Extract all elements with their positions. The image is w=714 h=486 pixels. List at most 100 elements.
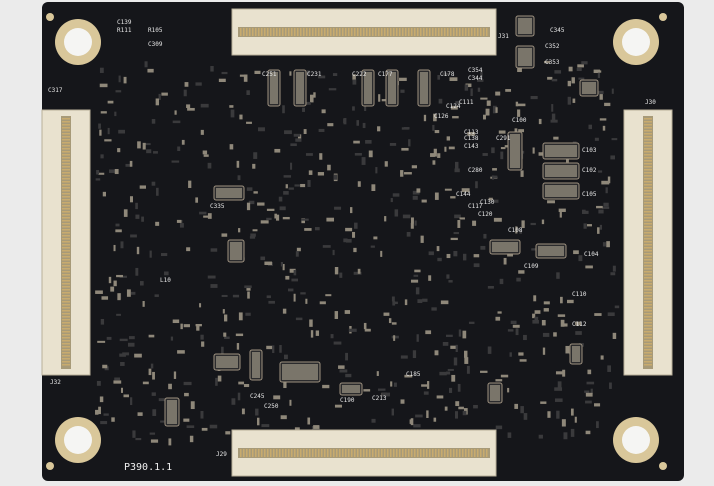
smd-component <box>575 331 582 335</box>
smd-component <box>106 336 112 340</box>
smd-component <box>597 90 604 94</box>
connector-pin <box>644 310 652 312</box>
connector-pin <box>351 449 353 457</box>
smd-component <box>446 253 451 259</box>
smd-component <box>437 153 441 158</box>
smd-component <box>430 153 435 157</box>
smd-component <box>497 311 502 314</box>
smd-component <box>440 300 449 305</box>
connector-pin <box>62 124 70 126</box>
smd-component <box>99 129 102 136</box>
component-ref-label: C126 <box>434 113 449 120</box>
smd-component <box>290 143 297 147</box>
connector-pin <box>644 133 652 135</box>
connector-pin <box>62 319 70 321</box>
smd-component <box>402 214 411 219</box>
smd-component <box>570 428 575 437</box>
connector-pin <box>644 244 652 246</box>
component-ref-label: C345 <box>550 27 565 34</box>
smd-component <box>274 213 277 219</box>
connector-pin <box>62 352 70 354</box>
smd-component <box>532 147 535 154</box>
component-ref-label: C251 <box>262 71 277 78</box>
smd-component <box>464 84 469 91</box>
smd-component <box>352 74 356 81</box>
smd-component <box>439 371 447 376</box>
component-ref-label: C138 <box>464 135 479 142</box>
smd-component <box>556 410 560 419</box>
smd-component <box>120 387 124 393</box>
capacitor-terminal <box>510 134 520 168</box>
smd-component <box>449 77 458 81</box>
smd-component <box>300 292 306 295</box>
smd-component <box>101 296 109 300</box>
component-ref-label: C102 <box>582 167 597 174</box>
smd-component <box>365 139 372 144</box>
smd-component <box>100 111 107 114</box>
smd-component <box>201 427 208 431</box>
smd-component <box>352 231 356 238</box>
smd-component <box>600 355 604 360</box>
smd-component <box>135 202 138 210</box>
smd-component <box>488 197 493 201</box>
smd-component <box>412 350 417 359</box>
connector-pin <box>644 169 652 171</box>
smd-component <box>466 365 470 374</box>
smd-component <box>295 317 303 321</box>
smd-component <box>199 211 207 215</box>
connector-pin <box>375 28 377 36</box>
smd-component <box>370 245 375 248</box>
smd-component <box>168 383 172 390</box>
component-ref-label: C190 <box>340 397 355 404</box>
fiducial <box>46 13 54 21</box>
smd-component <box>300 183 306 188</box>
smd-component <box>391 335 399 339</box>
smd-component <box>543 301 550 305</box>
connector-pin <box>441 449 443 457</box>
connector-pin <box>62 265 70 267</box>
connector-pin <box>644 352 652 354</box>
connector-pin <box>468 28 470 36</box>
component-ref-label: R105 <box>148 27 163 34</box>
connector-pin <box>644 274 652 276</box>
smd-component <box>180 323 183 330</box>
smd-component <box>567 80 571 87</box>
smd-component <box>599 118 607 121</box>
smd-component <box>512 324 520 328</box>
connector-pin <box>333 449 335 457</box>
connector-pin <box>62 283 70 285</box>
smd-component <box>345 227 353 232</box>
connector-pin <box>285 28 287 36</box>
connector-pin <box>462 449 464 457</box>
smd-component <box>156 187 159 196</box>
connector-pin <box>644 298 652 300</box>
connector-pin <box>62 268 70 270</box>
connector-pin <box>456 449 458 457</box>
connector-pin <box>644 289 652 291</box>
smd-component <box>612 332 617 339</box>
smd-component <box>521 220 525 229</box>
connector-pin <box>62 241 70 243</box>
connector-pin <box>644 280 652 282</box>
smd-component <box>515 101 519 107</box>
connector-pin <box>285 449 287 457</box>
smd-component <box>495 316 501 321</box>
capacitor-terminal <box>545 165 577 177</box>
smd-component <box>480 70 483 78</box>
smd-component <box>184 392 189 397</box>
smd-component <box>152 409 157 416</box>
smd-component <box>538 434 543 439</box>
smd-component <box>245 312 251 316</box>
smd-component <box>518 352 524 356</box>
smd-component <box>550 119 558 123</box>
smd-component <box>149 432 156 435</box>
connector-pin <box>62 316 70 318</box>
smd-component <box>498 130 506 134</box>
connector-pin <box>62 238 70 240</box>
smd-component <box>97 340 106 343</box>
mounting-hole <box>64 28 92 56</box>
smd-component <box>125 163 132 167</box>
smd-component <box>207 213 212 219</box>
smd-component <box>444 406 448 411</box>
smd-component <box>553 332 557 337</box>
